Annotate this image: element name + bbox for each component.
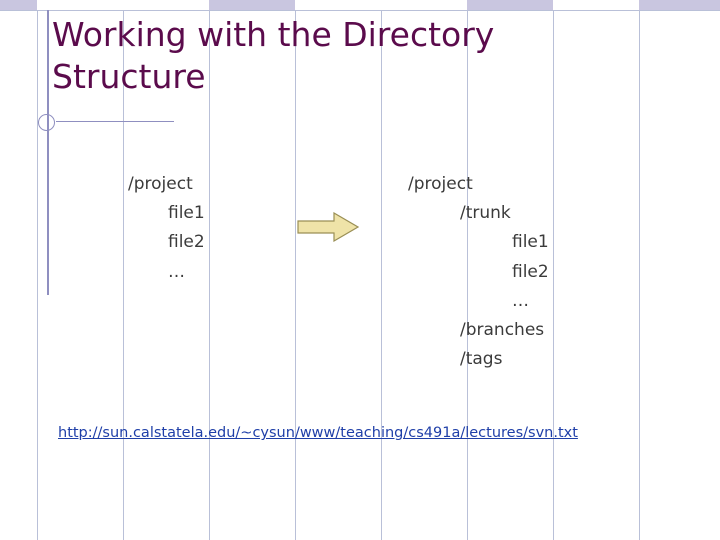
tree-item: /project xyxy=(128,174,193,194)
tree-item: file2 xyxy=(168,232,205,253)
grid-line xyxy=(123,0,124,540)
right-arrow-icon xyxy=(297,211,360,243)
grid-line xyxy=(209,0,210,540)
tree-item: … xyxy=(512,290,529,311)
grid-line xyxy=(37,0,38,540)
tree-item: … xyxy=(168,261,185,282)
directory-tree-before: /project file1 file2 … xyxy=(112,170,292,287)
directory-tree-after: /project /trunk file1 file2 … /branches … xyxy=(400,170,660,375)
tree-item: file2 xyxy=(512,261,549,282)
grid-line xyxy=(639,0,640,540)
tree-item: file1 xyxy=(512,232,549,253)
accent-vertical-rule xyxy=(47,10,49,295)
grid-line xyxy=(295,0,296,540)
grid-line xyxy=(381,0,382,540)
decorative-circle-icon xyxy=(38,114,55,131)
tree-item: /project xyxy=(408,174,473,194)
grid-line xyxy=(467,0,468,540)
tree-item: file1 xyxy=(168,203,205,224)
source-link[interactable]: http://sun.calstatela.edu/~cysun/www/tea… xyxy=(58,425,578,441)
title-underline-rule xyxy=(56,121,174,122)
grid-line xyxy=(553,0,554,540)
tree-item: /branches xyxy=(460,320,545,341)
top-band xyxy=(0,0,720,11)
page-title: Working with the Directory Structure xyxy=(52,15,495,97)
tree-item: /tags xyxy=(460,349,503,370)
tree-item: /trunk xyxy=(460,203,511,224)
